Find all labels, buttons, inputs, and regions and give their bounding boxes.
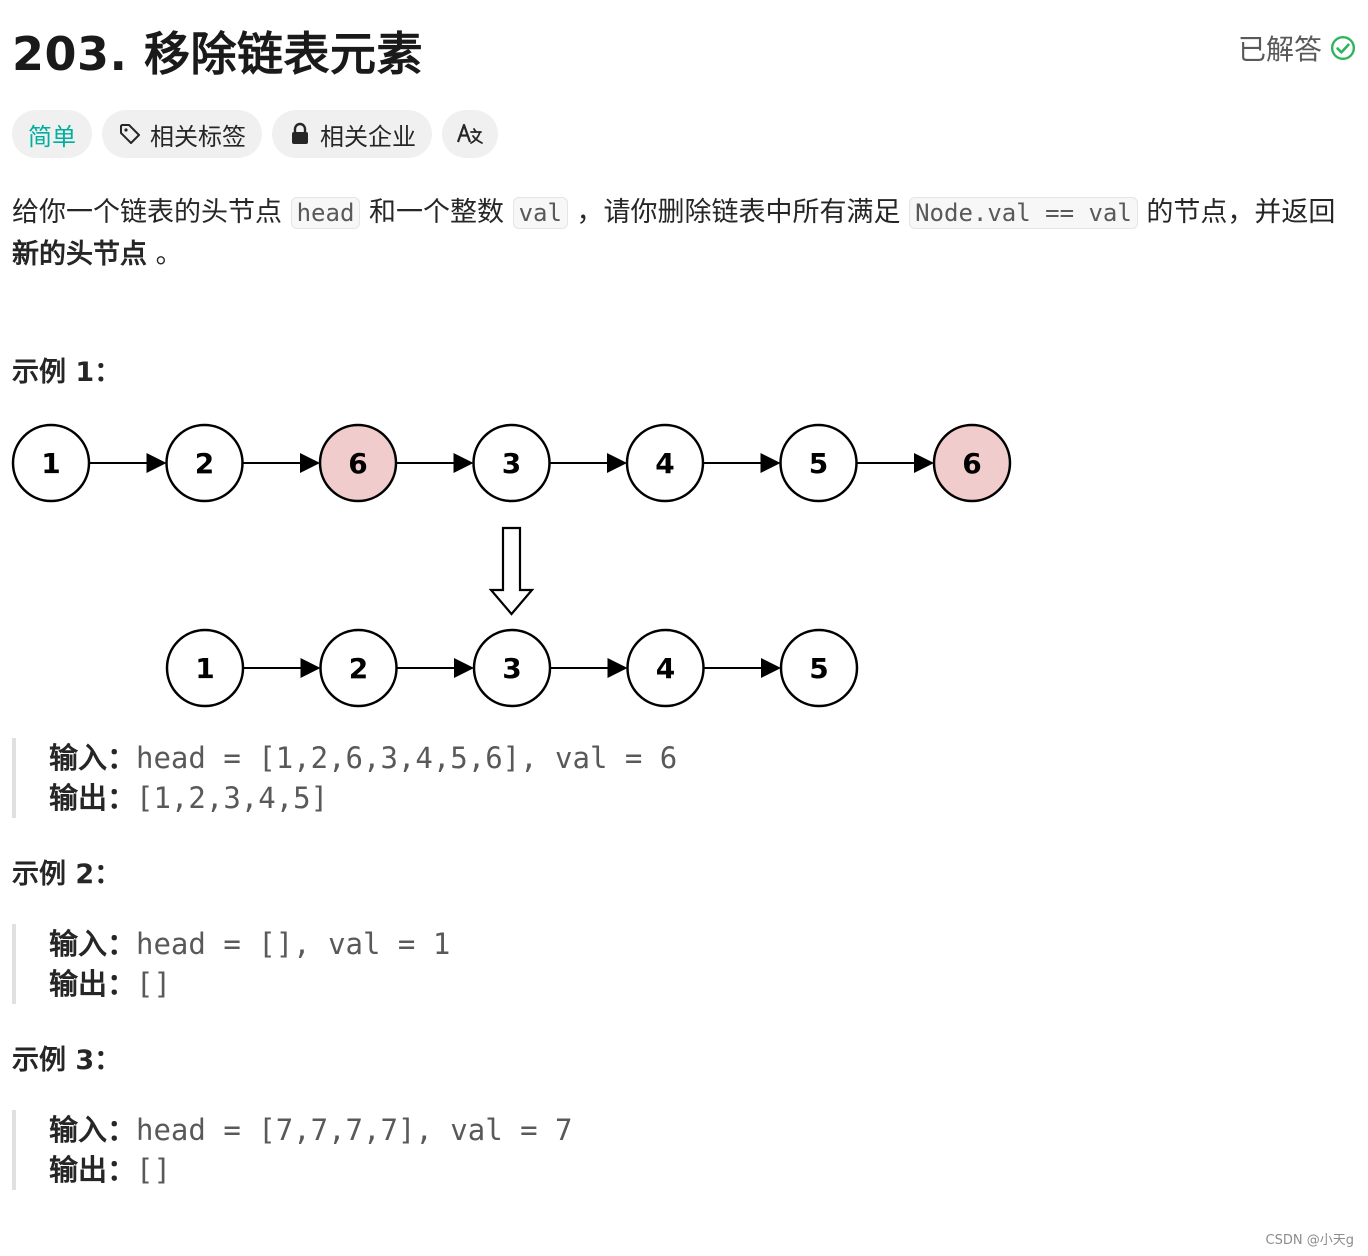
desc-text: 和一个整数 xyxy=(360,197,513,228)
lock-icon xyxy=(292,122,308,144)
example-3-title: 示例 3： xyxy=(12,1045,122,1076)
desc-text: 。 xyxy=(147,239,183,270)
input-value: head = [], val = 1 xyxy=(136,927,451,961)
example-2-block: 输入：head = [], val = 1 输出：[] xyxy=(12,924,450,1004)
solved-status: 已解答 xyxy=(1238,28,1356,68)
input-label: 输入： xyxy=(49,927,137,961)
node-value: 1 xyxy=(41,447,60,480)
list-node xyxy=(779,423,858,503)
list-node xyxy=(626,628,705,708)
related-tags-button[interactable]: 相关标签 xyxy=(102,110,262,158)
list-node xyxy=(625,423,705,503)
list-node xyxy=(779,628,859,708)
output-value: [] xyxy=(136,967,171,1001)
output-label: 输出： xyxy=(49,967,137,1001)
list-node xyxy=(165,628,245,708)
code-condition: Node.val == val xyxy=(909,197,1138,229)
example-input-row: 输入：head = [7,7,7,7], val = 7 xyxy=(49,1110,573,1150)
node-value: 4 xyxy=(656,652,675,685)
problem-title: 203. 移除链表元素 xyxy=(12,27,424,81)
list-node xyxy=(472,628,552,708)
example-output-row: 输出：[] xyxy=(49,1150,573,1190)
node-value: 3 xyxy=(502,652,521,685)
tag-bar: 简单 相关标签 相关企业 xyxy=(12,110,498,158)
result-list: 1 2 3 4 5 xyxy=(165,628,859,708)
example-1-block: 输入：head = [1,2,6,3,4,5,6], val = 6 输出：[1… xyxy=(12,738,677,818)
output-label: 输出： xyxy=(49,781,137,815)
node-value: 3 xyxy=(502,447,521,480)
example-1-title: 示例 1： xyxy=(12,357,122,388)
removed-node xyxy=(932,423,1012,503)
related-tags-label: 相关标签 xyxy=(150,122,246,151)
input-label: 输入： xyxy=(49,1113,137,1147)
desc-text: 给你一个链表的头节点 xyxy=(12,197,291,228)
translate-button[interactable] xyxy=(442,110,498,158)
input-value: head = [7,7,7,7], val = 7 xyxy=(136,1113,573,1147)
node-value: 6 xyxy=(348,447,367,480)
list-node xyxy=(11,423,91,503)
example-output-row: 输出：[] xyxy=(49,964,450,1004)
node-value: 4 xyxy=(655,447,674,480)
solved-label: 已解答 xyxy=(1237,33,1322,66)
node-value: 6 xyxy=(962,447,981,480)
example-input-row: 输入：head = [1,2,6,3,4,5,6], val = 6 xyxy=(49,738,677,778)
related-companies-button[interactable]: 相关企业 xyxy=(272,110,432,158)
watermark: CSDN @小天g xyxy=(1265,1233,1354,1248)
related-companies-label: 相关企业 xyxy=(320,122,416,151)
tag-icon xyxy=(120,124,140,144)
node-value: 1 xyxy=(195,652,214,685)
input-value: head = [1,2,6,3,4,5,6], val = 6 xyxy=(136,741,678,775)
desc-text: ，请你删除链表中所有满足 xyxy=(567,197,910,228)
difficulty-tag[interactable]: 简单 xyxy=(12,110,92,158)
check-circle-icon xyxy=(1330,35,1356,61)
linked-list-diagram: 1 2 6 3 4 5 6 1 2 3 4 5 xyxy=(11,423,1012,708)
example-input-row: 输入：head = [], val = 1 xyxy=(49,924,450,964)
desc-bold: 新的头节点 xyxy=(12,239,147,270)
removed-node xyxy=(318,423,398,503)
output-value: [1,2,3,4,5] xyxy=(136,781,329,815)
input-label: 输入： xyxy=(49,741,137,775)
example-output-row: 输出：[1,2,3,4,5] xyxy=(49,778,677,818)
node-value: 2 xyxy=(195,447,214,480)
node-value: 5 xyxy=(809,652,828,685)
problem-description: 给你一个链表的头节点 head 和一个整数 val ，请你删除链表中所有满足 N… xyxy=(12,192,1352,276)
translate-icon xyxy=(456,123,483,144)
down-arrow-icon xyxy=(488,526,535,616)
node-value: 5 xyxy=(809,447,828,480)
output-label: 输出： xyxy=(49,1153,137,1187)
problem-header: 203. 移除链表元素 已解答 xyxy=(12,18,1356,81)
list-node xyxy=(472,423,551,503)
desc-text: 的节点，并返回 xyxy=(1137,197,1336,228)
output-value: [] xyxy=(136,1153,171,1187)
list-node xyxy=(319,628,398,708)
list-node xyxy=(165,423,244,503)
code-head: head xyxy=(290,197,361,229)
example-3-block: 输入：head = [7,7,7,7], val = 7 输出：[] xyxy=(12,1110,573,1190)
difficulty-label: 简单 xyxy=(28,122,76,151)
node-value: 2 xyxy=(349,652,368,685)
original-list: 1 2 6 3 4 5 6 xyxy=(11,423,1012,503)
code-val: val xyxy=(512,197,568,229)
example-2-title: 示例 2： xyxy=(12,859,122,890)
